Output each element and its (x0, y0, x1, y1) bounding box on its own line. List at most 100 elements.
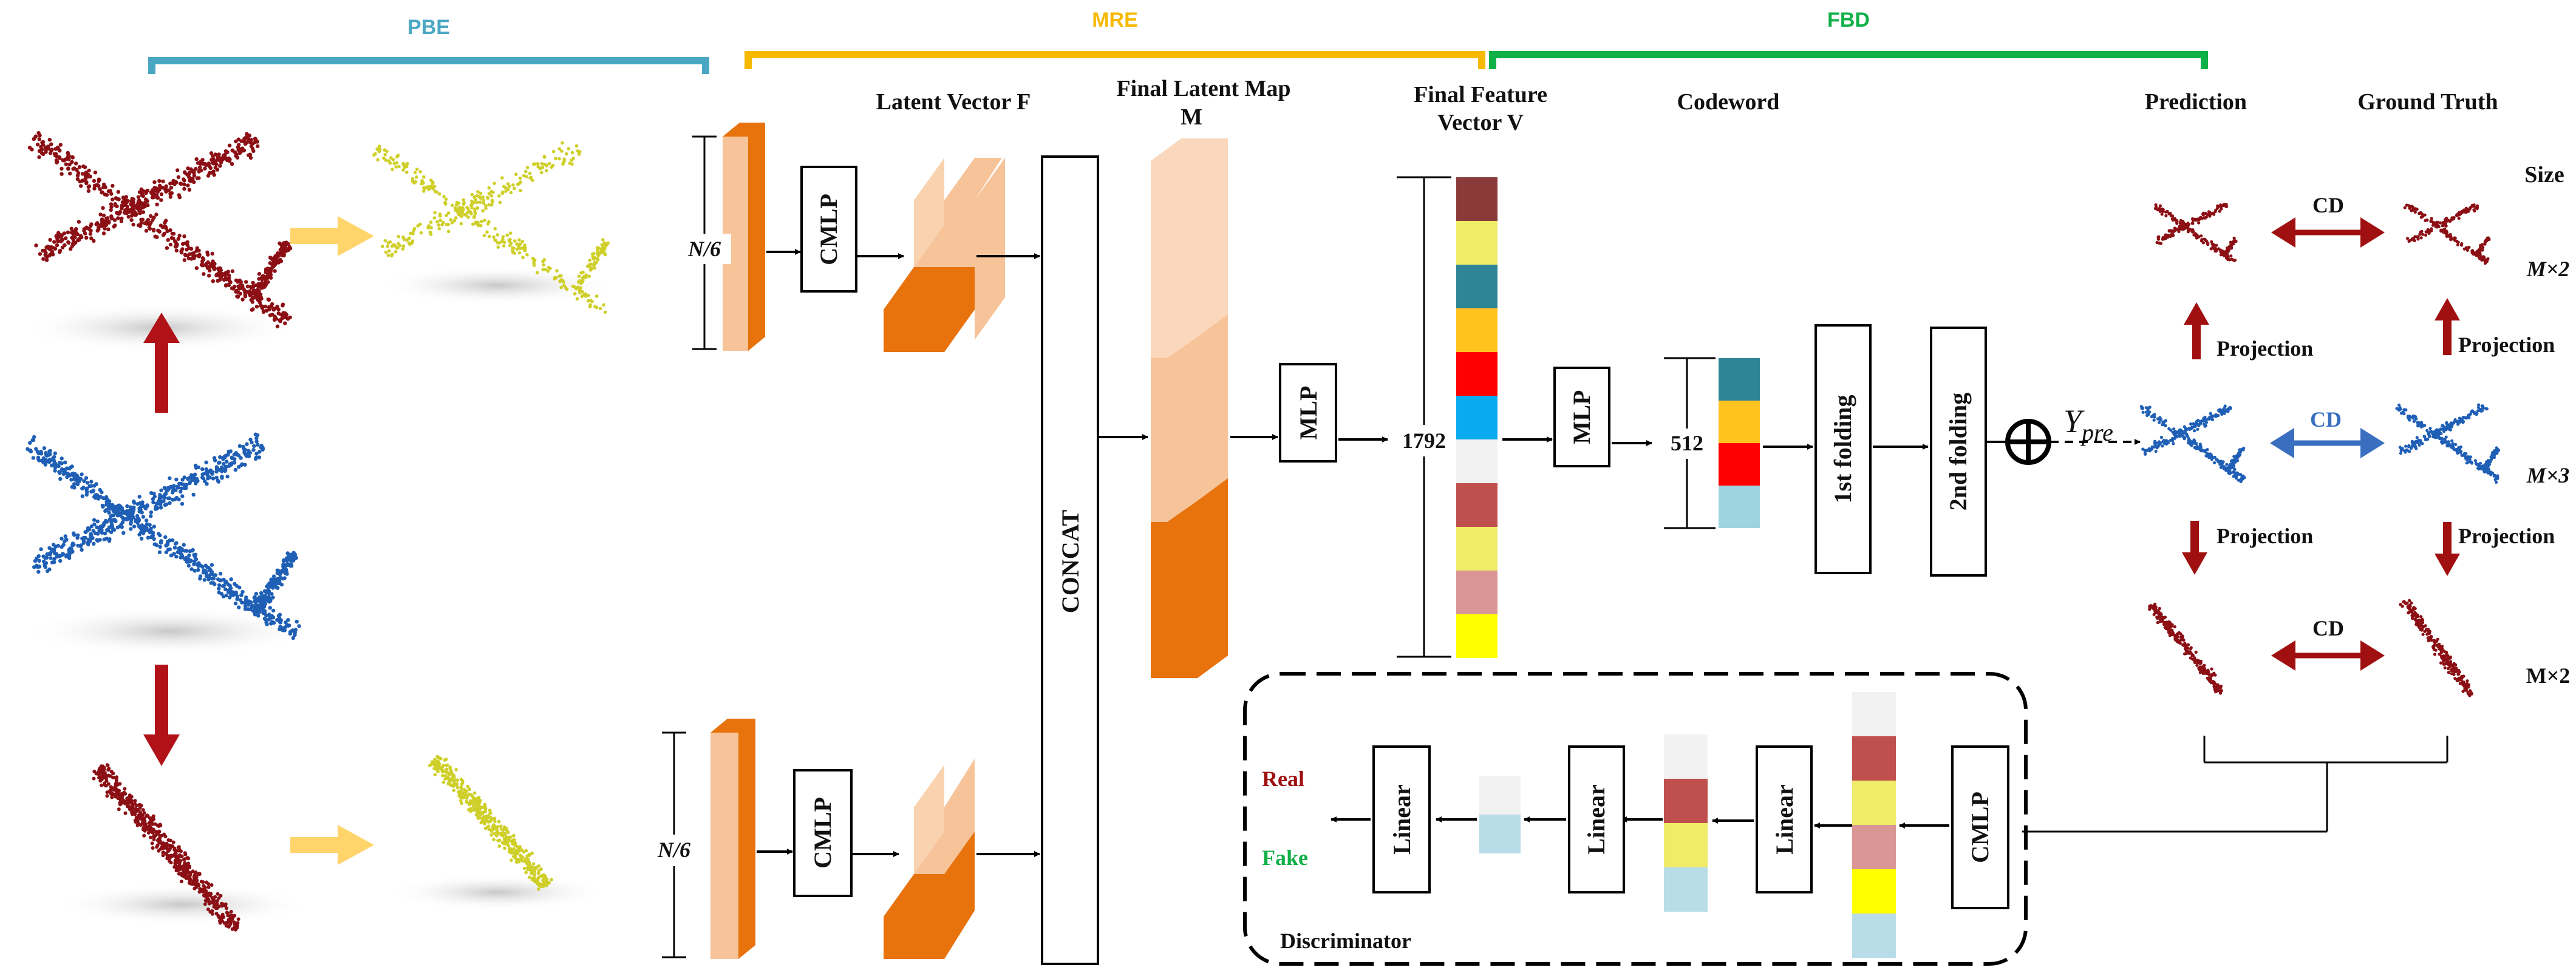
cd-label-bottom: CD (2312, 616, 2344, 640)
final-feature-vector (1456, 177, 1498, 658)
svg-text:512: 512 (1671, 431, 1703, 455)
svg-text:CMLP: CMLP (815, 194, 842, 265)
point-cloud-output-top (372, 141, 610, 314)
section-mre: MRE (745, 8, 1485, 69)
section-pbe: PBE (148, 16, 709, 74)
label-real: Real (1262, 767, 1304, 791)
vector-cell (1456, 265, 1498, 308)
vector-cell (1456, 308, 1498, 352)
header-final-latent-map-2: M (1181, 104, 1202, 130)
disc-feature-large (1852, 692, 1896, 958)
point-cloud-projection-top (27, 131, 293, 328)
vector-cell (1456, 221, 1498, 265)
cmlp-block-top: CMLP (800, 166, 857, 293)
header-final-feature-1: Final Feature (1414, 82, 1547, 107)
disc-feature-small (1479, 776, 1521, 853)
prediction-cloud-top (2153, 203, 2238, 262)
cd-label-top: CD (2312, 193, 2344, 217)
vector-cell (1664, 823, 1708, 867)
cd-arrow-bottom: CD (2271, 616, 2385, 671)
vector-cell (1456, 614, 1498, 658)
point-cloud-projection-bottom (92, 763, 240, 932)
n6-dimension-top: N/6 (679, 135, 731, 350)
n6-label-bottom: N/6 (657, 838, 690, 862)
yellow-arrow-top (290, 216, 374, 256)
svg-text:1792: 1792 (1402, 429, 1446, 453)
projection-label-gt-up: Projection (2458, 333, 2555, 357)
dimension-1792: 1792 (1392, 176, 1456, 658)
n6-dimension-bottom: N/6 (647, 731, 701, 958)
svg-text:CMLP: CMLP (809, 797, 836, 869)
label-fake: Fake (1262, 846, 1308, 870)
linear-block-1: Linear (1756, 745, 1813, 893)
ground-truth-cloud-3d (2395, 403, 2501, 484)
discriminator-feed-bracket (2022, 736, 2448, 833)
header-prediction: Prediction (2145, 89, 2247, 115)
folding-block-1: 1st folding (1814, 324, 1872, 574)
prediction-cloud-bottom (2148, 602, 2223, 695)
cd-arrow-middle: CD (2270, 407, 2385, 458)
vector-cell (1456, 177, 1498, 221)
header-final-latent-map-1: Final Latent Map (1116, 76, 1290, 101)
dimension-512: 512 (1664, 357, 1716, 529)
header-ground-truth: Ground Truth (2357, 89, 2498, 115)
ground-truth-cloud-bottom (2399, 598, 2473, 697)
vector-cell (1719, 486, 1760, 528)
header-codeword: Codeword (1677, 89, 1780, 115)
mlp-block-1: MLP (1279, 363, 1337, 463)
latent-vector-bottom (884, 759, 975, 959)
vector-cell (1719, 443, 1760, 486)
n6-label-top: N/6 (687, 237, 721, 261)
disc-feature-medium (1664, 734, 1708, 912)
y-pre-label: Ypre (2063, 403, 2113, 446)
projection-label-gt-down: Projection (2458, 524, 2555, 548)
prediction-cloud-3d (2139, 404, 2246, 484)
cloud-shadow (55, 884, 310, 925)
discriminator-box: Discriminator (1243, 672, 2028, 966)
add-operator-icon (2005, 419, 2051, 465)
vector-cell (1479, 776, 1521, 815)
cmlp-block-bottom: CMLP (793, 769, 853, 897)
cmlp-disc-block: CMLP (1951, 745, 2009, 909)
projection-arrow-up (143, 313, 180, 413)
section-label-fbd: FBD (1827, 8, 1870, 32)
vector-cell (1456, 396, 1498, 439)
scale-label-bottom: M×2 (2526, 663, 2571, 688)
svg-text:1st folding: 1st folding (1829, 395, 1856, 504)
vector-cell (1456, 439, 1498, 483)
header-size: Size (2524, 162, 2564, 188)
codeword-vector (1719, 358, 1760, 528)
vector-cell (1719, 401, 1760, 443)
cloud-shadow (24, 607, 316, 656)
vector-cell (1479, 815, 1521, 853)
projection-label-pred-down: Projection (2217, 524, 2313, 548)
vector-cell (1664, 867, 1708, 912)
y-pre-base: Y (2063, 403, 2085, 439)
vector-cell (1852, 914, 1896, 958)
yellow-arrow-bottom (290, 825, 374, 865)
concat-block: CONCAT (1041, 155, 1099, 965)
point-clouds-input (18, 131, 619, 932)
vector-cell (1852, 781, 1896, 825)
header-final-feature-2: Vector V (1437, 110, 1524, 135)
scale-label-middle: M×3 (2526, 463, 2570, 487)
svg-text:CONCAT: CONCAT (1057, 509, 1084, 613)
folding-block-2: 2nd folding (1930, 327, 1987, 577)
vector-cell (1852, 825, 1896, 869)
projection-arrow-gt-up: Projection (2435, 298, 2555, 357)
section-label-pbe: PBE (407, 16, 450, 39)
vector-cell (1456, 571, 1498, 614)
vector-cell (1852, 692, 1896, 736)
vector-cell (1719, 358, 1760, 401)
cd-arrow-top: CD (2271, 193, 2385, 248)
vector-cell (1664, 734, 1708, 779)
header-latent-vector: Latent Vector F (876, 89, 1031, 115)
vector-cell (1456, 483, 1498, 527)
final-latent-map (1151, 138, 1228, 678)
section-fbd: FBD (1489, 8, 2208, 69)
section-label-mre: MRE (1092, 8, 1138, 32)
scale-label-top: M×2 (2526, 257, 2570, 281)
vector-cell (1456, 352, 1498, 396)
svg-text:Ypre: Ypre (2063, 403, 2113, 446)
